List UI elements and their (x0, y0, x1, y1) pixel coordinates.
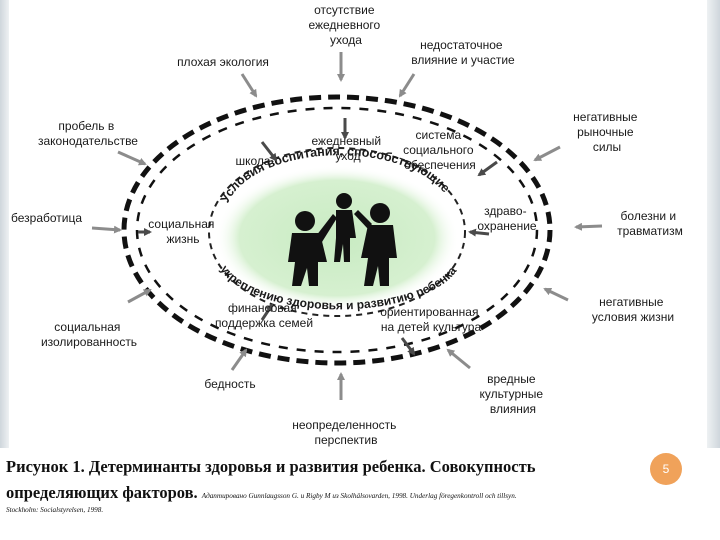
label-bad-ecology: плохая экология (177, 55, 269, 69)
label-disease-injury: болезни и травматизм (617, 209, 683, 238)
page-number-badge: 5 (650, 453, 682, 485)
determinants-diagram: Условия воспитания, способствующие укреп… (11, 3, 683, 447)
label-absence-care: отсутствие ежедневного ухода (308, 3, 383, 47)
label-social-life: социальная жизнь (148, 217, 217, 246)
outer-boundary-ring-inner (135, 106, 539, 354)
label-child-culture: ориентированная на детей культура (380, 305, 482, 334)
label-negative-living: негативные условия жизни (592, 295, 674, 324)
inner-boundary-ring (208, 147, 466, 317)
label-daily-care: ежедневный уход (312, 134, 385, 163)
frame-left-edge (0, 0, 9, 448)
label-school: школа (235, 154, 270, 168)
arrow-poverty (230, 348, 248, 371)
label-cultural-influence: вредные культурные влияния (480, 372, 547, 416)
arrow-social-isolation (127, 288, 152, 304)
outer-boundary-ring (121, 94, 553, 366)
arrow-child-culture (400, 337, 416, 356)
label-healthcare: здраво- охранение (477, 204, 537, 233)
arrow-financial-support (260, 303, 274, 321)
arrow-market-forces (533, 145, 561, 162)
family-silhouette-icon (288, 193, 397, 286)
label-social-security: система социального обеспечения (403, 128, 477, 172)
caption-source-b: Stockholm: Socialstyrelsen, 1998. (6, 506, 104, 514)
arrow-bad-ecology (240, 73, 258, 98)
arrow-social-security (477, 160, 498, 177)
label-social-isolation: социальная изолированность (41, 320, 137, 349)
label-financial-support: финансовая поддержка семей (215, 301, 313, 330)
frame-right-edge (707, 0, 720, 448)
inner-arrows (138, 118, 498, 356)
label-uncertainty: неопределенность перспектив (292, 418, 400, 447)
arrow-negative-living (543, 287, 569, 302)
figure-caption: Рисунок 1. Детерминанты здоровья и разви… (6, 454, 706, 514)
caption-line-1: Рисунок 1. Детерминанты здоровья и разви… (6, 457, 536, 476)
arrow-disease-injury (574, 222, 603, 231)
outer-arrows (91, 52, 603, 400)
arrow-law-gap (117, 150, 147, 166)
caption-line-2: определяющих факторов. (6, 483, 198, 502)
arrow-insufficient-influence (398, 73, 416, 98)
arrow-cultural-influence (446, 348, 471, 370)
arrow-unemployment (91, 225, 122, 234)
label-poverty: бедность (204, 377, 255, 391)
label-insufficient-influence: недостаточное влияние и участие (411, 38, 515, 67)
arrow-healthcare (468, 228, 490, 237)
arrow-school (260, 141, 278, 162)
label-market-forces: негативные рыночные силы (573, 110, 641, 154)
label-unemployment: безработица (11, 211, 82, 225)
label-law-gap: пробель в законодательстве (38, 119, 138, 148)
caption-source-a: Адаптировано Gunnlaugsson G. и Rigby M и… (201, 492, 517, 500)
